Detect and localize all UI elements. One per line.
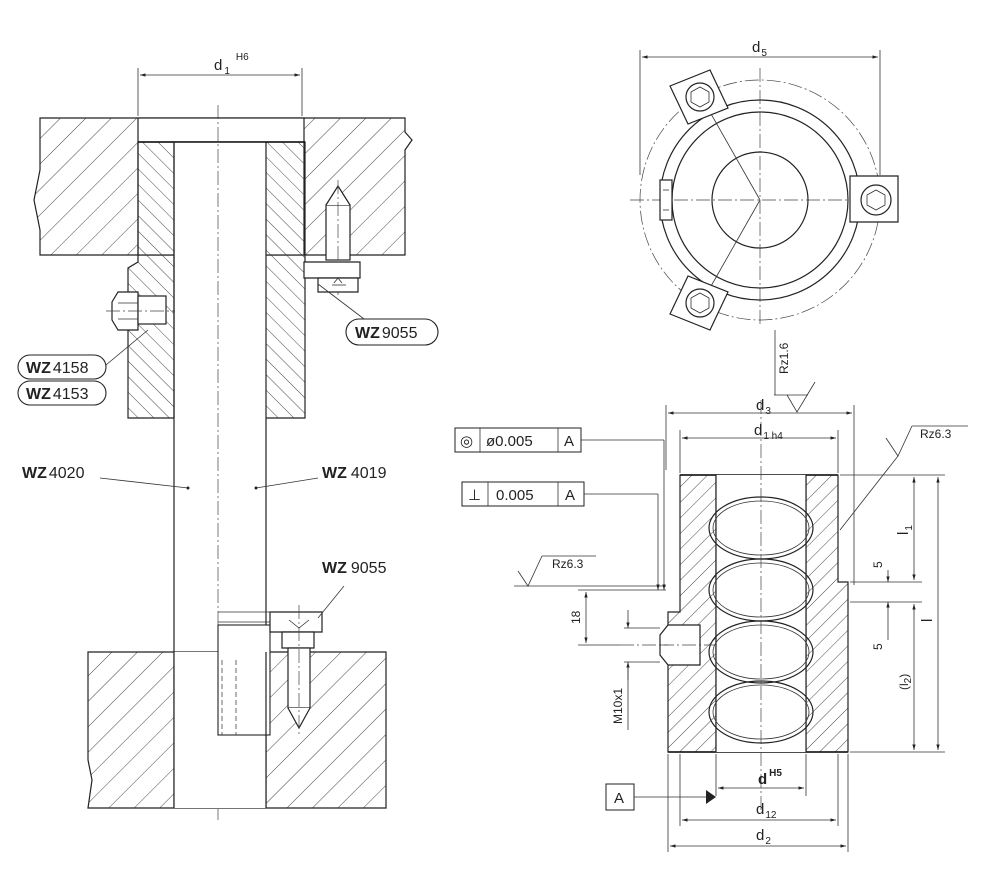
lower-plate	[87, 624, 387, 809]
surface-rz63-right: Rz6.3	[839, 425, 968, 531]
d2-label: d2	[756, 827, 771, 847]
svg-text:A: A	[565, 487, 575, 504]
clamp-claw-bottom	[669, 275, 729, 331]
dim-l2: (l2)	[850, 601, 922, 750]
dim-d1-h4: d1 h4	[679, 422, 839, 473]
dim-d2: d2	[667, 754, 849, 852]
dim-m10x1: M10x1	[611, 610, 660, 730]
perpendicularity-frame: ⊥ 0.005 A	[461, 481, 660, 590]
dim-five-bottom: 5	[871, 602, 890, 650]
surface-rz16: Rz1.6	[774, 330, 816, 413]
dim-l: l	[850, 477, 945, 753]
svg-text:A: A	[614, 790, 624, 807]
surface-rz63-left: Rz6.3	[514, 555, 666, 587]
svg-text:⊥: ⊥	[468, 487, 481, 504]
svg-text:M10x1: M10x1	[611, 688, 625, 724]
svg-text:Rz1.6: Rz1.6	[777, 342, 791, 374]
svg-text:A: A	[564, 433, 574, 450]
svg-text:0.005: 0.005	[496, 487, 534, 504]
dim-d3: d3	[665, 397, 855, 585]
side-screw	[106, 291, 175, 331]
dim-five-top: 5	[871, 561, 890, 582]
l1-label: l1	[895, 525, 915, 535]
d5-label: d5	[752, 39, 767, 59]
retainer-screw-top	[303, 180, 361, 295]
set-screw-m10	[659, 624, 715, 666]
l2-label: (l2)	[897, 674, 914, 690]
guide-bushing	[127, 141, 306, 419]
svg-text:5: 5	[871, 643, 885, 650]
concentricity-frame: ◎ ø0.005 A	[454, 427, 666, 590]
svg-text:ø0.005: ø0.005	[486, 433, 533, 450]
dim-l1: l1	[840, 474, 945, 583]
side-screw-plan	[659, 179, 673, 221]
svg-text:◎: ◎	[460, 433, 473, 450]
leader-lines-left	[99, 283, 369, 619]
dim-d12: d12	[679, 754, 839, 826]
plan-view: d5	[630, 39, 899, 331]
svg-text:18: 18	[569, 610, 583, 624]
svg-text:5: 5	[871, 561, 885, 568]
svg-text:Rz6.3: Rz6.3	[552, 557, 584, 571]
d1-h4-label: d1 h4	[754, 422, 783, 442]
clamp-claw-top	[669, 69, 729, 125]
l-label: l	[919, 619, 936, 622]
section-wall-right	[805, 474, 849, 753]
retainer-screw-bottom	[269, 605, 323, 735]
clamp-claw-right	[849, 175, 899, 223]
dim-eighteen: 18	[569, 589, 666, 646]
d12-label: d12	[756, 801, 777, 821]
svg-text:Rz6.3: Rz6.3	[920, 427, 952, 441]
dim-d5: d5	[639, 39, 881, 175]
datum-a: A	[605, 783, 716, 811]
d3-label: d3	[756, 397, 771, 417]
